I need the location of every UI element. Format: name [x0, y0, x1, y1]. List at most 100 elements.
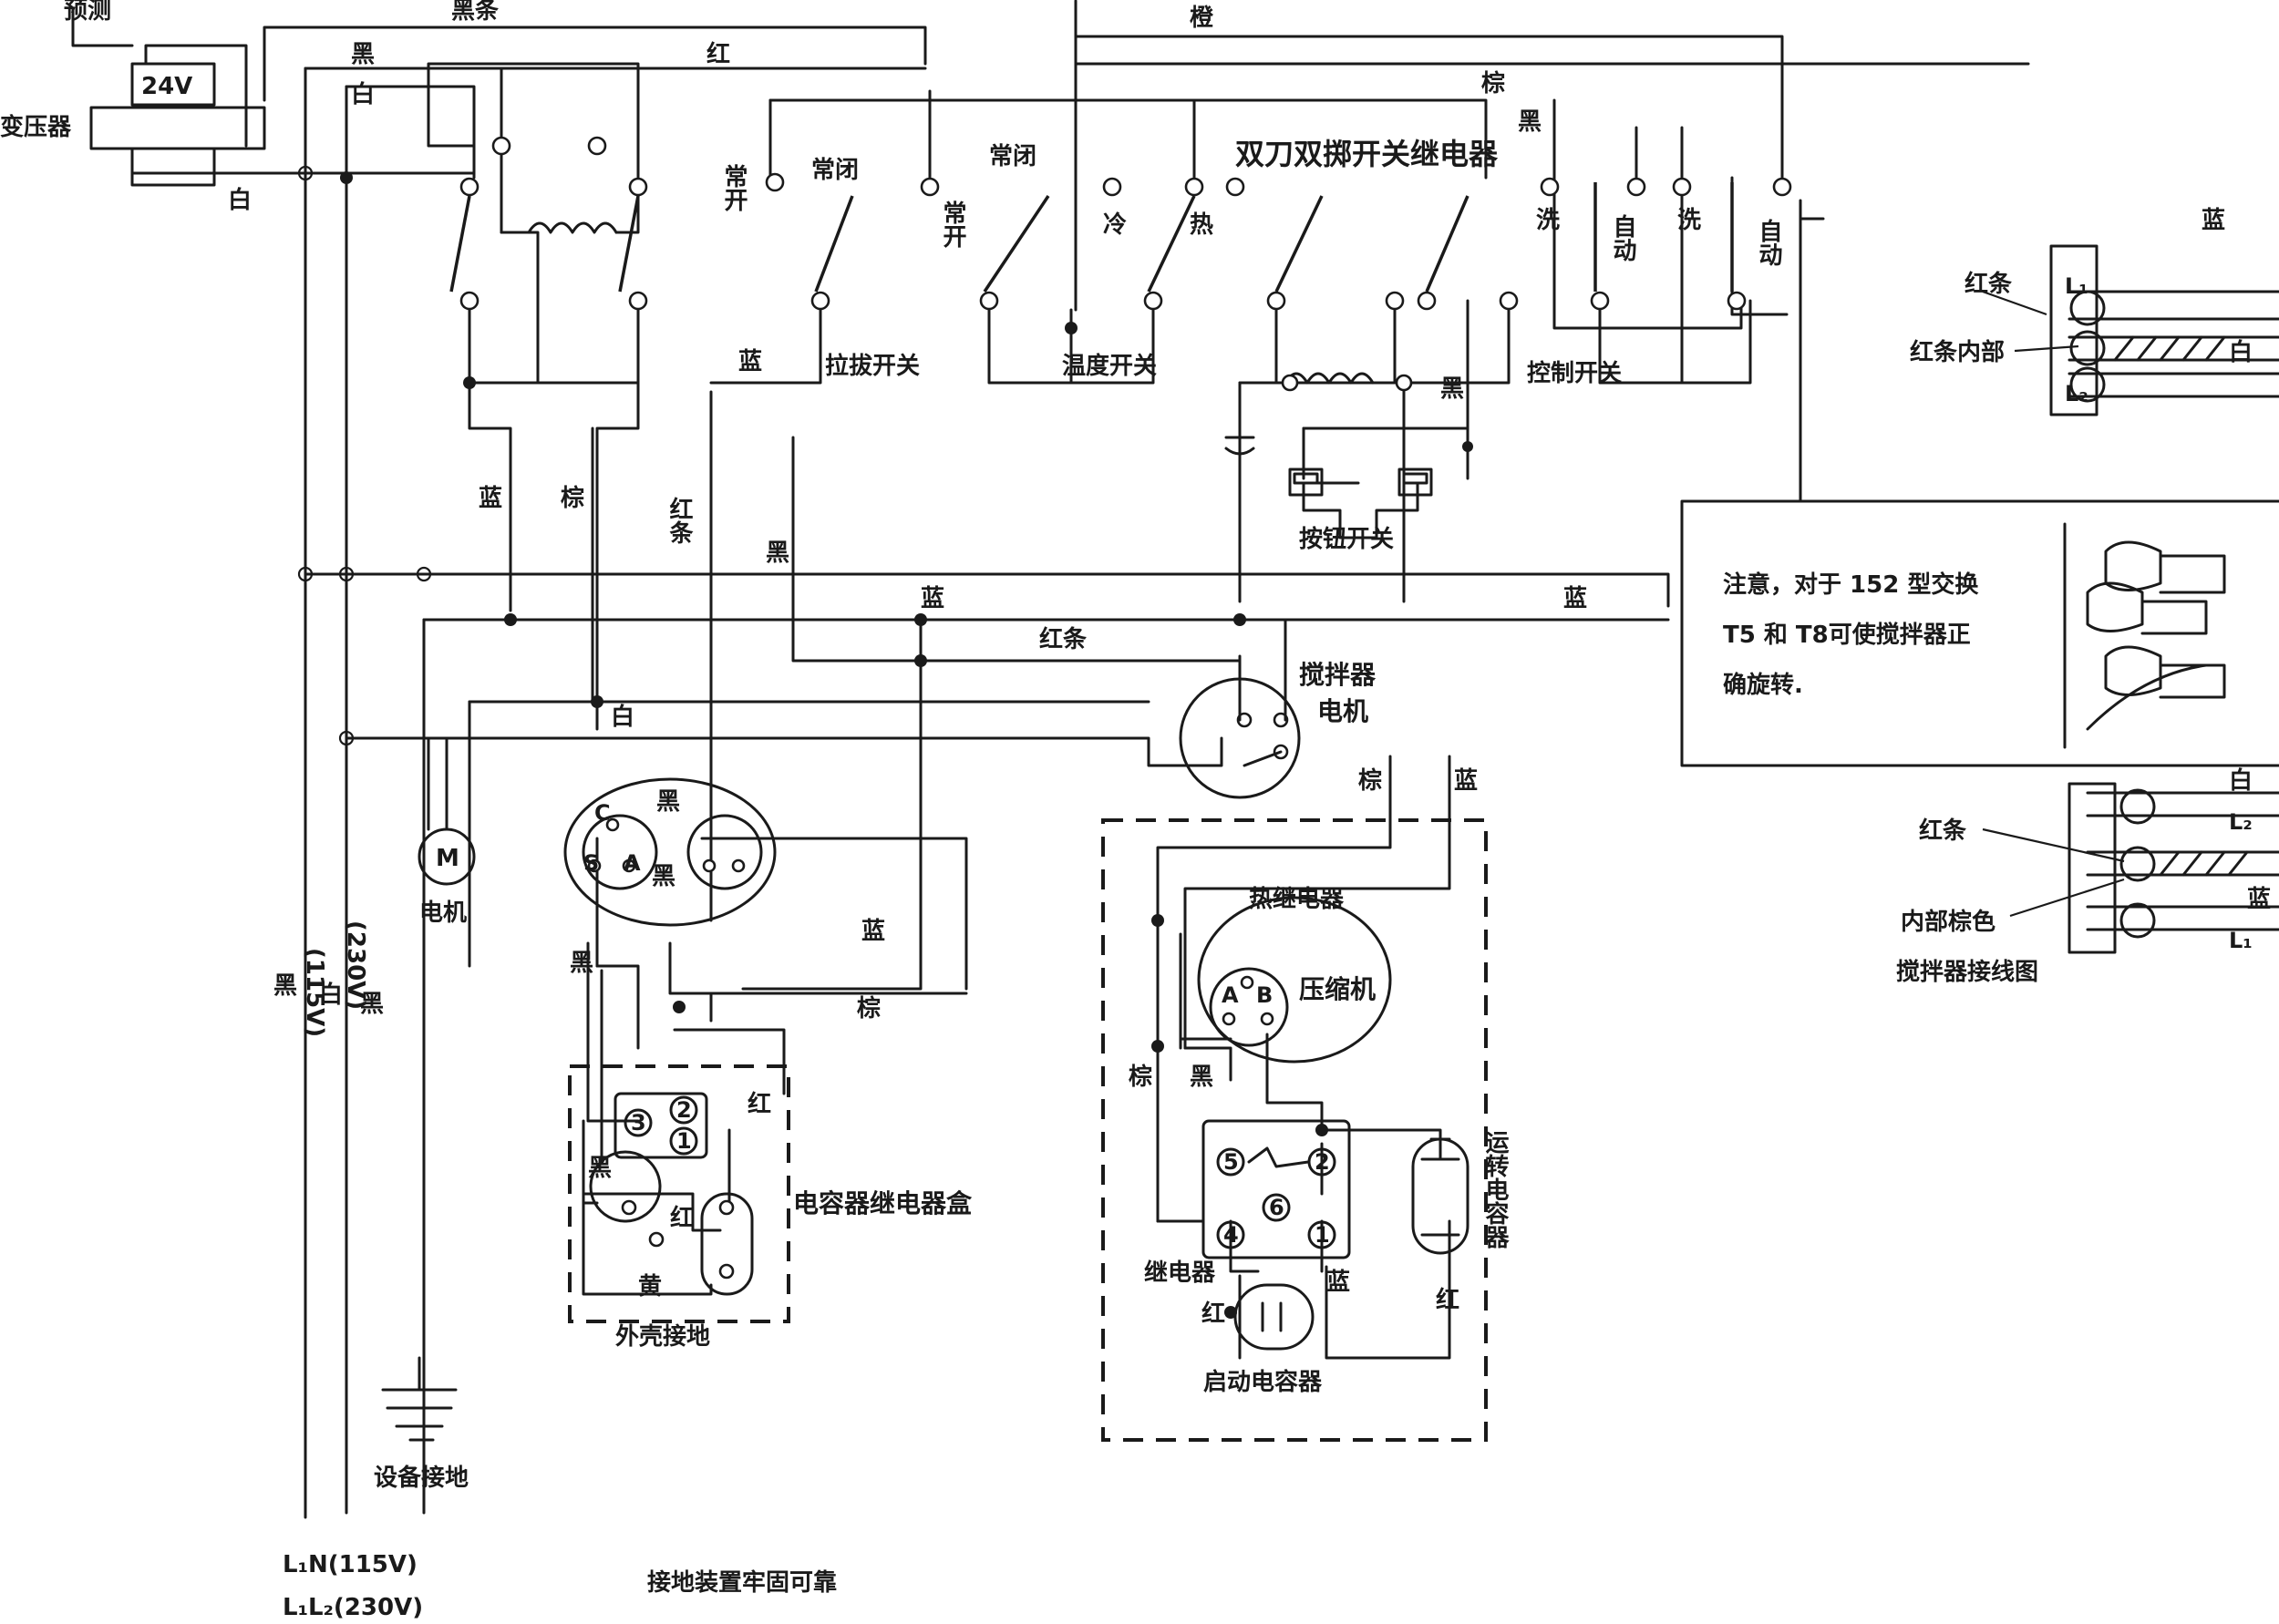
label-ground-reliable: 接地装置牢固可靠 — [647, 1568, 837, 1597]
label-no-2: 常开 — [939, 200, 966, 249]
label-cold: 冷 — [1103, 211, 1127, 239]
label-comp-blue-top: 蓝 — [1454, 767, 1478, 795]
label-relay-yellow: 黄 — [638, 1273, 662, 1300]
label-relay-box-title: 电容器继电器盒 — [793, 1188, 973, 1218]
relay-coil — [500, 176, 640, 234]
label-agit-l2b: L₂ — [2229, 809, 2253, 835]
label-agit-white: 白 — [2229, 338, 2253, 366]
label-nc-2: 常闭 — [989, 143, 1036, 170]
label-agit-l1: L₁ — [2065, 273, 2088, 299]
wire-crossovers — [297, 165, 432, 746]
label-24v: 24V — [141, 73, 192, 100]
label-red-stripe: 红条 — [665, 496, 693, 544]
pushbutton-switch — [1288, 468, 1433, 497]
label-n2: 2 — [676, 1097, 692, 1123]
agitator-detail-top — [2049, 244, 2279, 416]
label-relay-black-top: 黑 — [656, 788, 680, 816]
label-n1: 1 — [676, 1128, 692, 1154]
label-relay-black-side: 黑 — [570, 950, 593, 977]
motor — [345, 736, 476, 886]
label-thermal-relay: 热继电器 — [1249, 885, 1345, 913]
label-vert-black: 黑 — [273, 972, 297, 1000]
label-white-l: 白 — [228, 186, 252, 214]
label-relay-red: 红 — [748, 1090, 771, 1118]
label-blue-right: 蓝 — [1563, 585, 1587, 612]
label-comp-red: 红 — [1201, 1300, 1225, 1328]
label-agit-white2: 白 — [2229, 766, 2253, 795]
label-comp-n5: 5 — [1223, 1149, 1239, 1175]
compressor-unit — [1197, 896, 1469, 1351]
label-control-switch: 控制开关 — [1527, 360, 1622, 387]
label-relay-black-mid: 黑 — [652, 863, 675, 890]
note-line-3: 确旋转. — [1723, 671, 1803, 699]
label-temp-switch: 温度开关 — [1062, 352, 1157, 380]
label-comp-b: B — [1256, 982, 1273, 1008]
label-equipment-ground: 设备接地 — [374, 1465, 469, 1492]
label-run-capacitor: 运转电容器 — [1481, 1130, 1510, 1249]
label-comp-n4: 4 — [1223, 1222, 1239, 1248]
label-pull-switch: 拉拔开关 — [825, 352, 920, 380]
capacitor-symbol — [1224, 436, 1255, 456]
label-transformer: 变压器 — [0, 113, 72, 141]
label-vert-black2: 黑 — [360, 991, 384, 1018]
label-comp-n6: 6 — [1269, 1195, 1284, 1220]
label-c: C — [594, 800, 611, 826]
label-start-capacitor: 启动电容器 — [1203, 1368, 1323, 1396]
label-black-mid: 黑 — [766, 540, 789, 567]
label-relay-blue: 蓝 — [861, 918, 885, 945]
label-preset: 预测 — [64, 0, 111, 25]
transformer-primary — [130, 147, 216, 187]
label-red-stripe-mid: 红条 — [1039, 625, 1088, 653]
transformer-core — [89, 106, 266, 150]
switch-contacts — [449, 136, 1792, 311]
transformer-24v-winding — [130, 62, 216, 107]
label-agit-red-stripe: 红条 — [1964, 270, 2013, 298]
label-s: S — [583, 850, 599, 876]
agitator-detail-bottom — [1982, 782, 2279, 954]
dpdt-relay-coil — [1238, 372, 1413, 392]
label-white-mid: 白 — [611, 703, 634, 731]
label-v230: (230V) — [342, 920, 369, 1010]
label-comp-red-right: 红 — [1436, 1286, 1459, 1314]
label-agitator-2: 电机 — [1317, 696, 1368, 726]
label-m: M — [436, 845, 459, 872]
label-black-coil: 黑 — [1440, 375, 1464, 403]
label-agit-l1b: L₁ — [2229, 928, 2253, 953]
label-no-1: 常开 — [720, 164, 748, 212]
label-button-switch: 按钮开关 — [1299, 525, 1394, 553]
label-vert-white: 白 — [319, 981, 343, 1009]
capacitor-relay-box — [563, 777, 777, 1296]
label-line-l1n: L₁N(115V) — [283, 1551, 418, 1578]
label-orange: 橙 — [1190, 5, 1214, 32]
label-agit-blue: 蓝 — [2202, 207, 2225, 234]
label-blue-1: 蓝 — [738, 348, 762, 375]
label-auto-1: 自动 — [1609, 213, 1636, 262]
label-black: 黑 — [351, 41, 375, 68]
label-agit-caption: 搅拌器接线图 — [1896, 958, 2038, 986]
label-dpdt-relay: 双刀双掷开关继电器 — [1235, 137, 1499, 171]
label-red: 红 — [706, 40, 730, 68]
transformer — [89, 62, 266, 187]
label-brown-black-r: 黑 — [1518, 108, 1542, 136]
label-blue-2: 蓝 — [479, 485, 502, 512]
wiring-lines — [71, 0, 2030, 1519]
label-shell-ground: 外壳接地 — [615, 1323, 710, 1351]
compressor-box-outline — [1101, 818, 1488, 1442]
ground-symbol — [381, 1356, 458, 1442]
agitator-motor — [1179, 618, 1301, 799]
label-motor: 电机 — [419, 899, 467, 927]
label-agit-red-inner: 红条内部 — [1910, 338, 2005, 366]
label-comp-n1: 1 — [1315, 1222, 1330, 1248]
label-agit-red-stripe2: 红条 — [1919, 817, 1967, 845]
label-agit-l2: L₂ — [2065, 381, 2088, 406]
label-brown-2: 棕 — [561, 484, 584, 512]
note-line-1: 注意，对于 152 型交换 — [1723, 570, 1979, 599]
label-comp-black-left: 黑 — [1190, 1064, 1213, 1091]
label-hot: 热 — [1190, 211, 1213, 239]
label-comp-blue: 蓝 — [1326, 1269, 1350, 1296]
label-relay-red-inner: 红 — [670, 1204, 694, 1232]
label-line-l1l2: L₁L₂(230V) — [283, 1594, 423, 1621]
label-agit-blue2: 蓝 — [2247, 886, 2271, 913]
